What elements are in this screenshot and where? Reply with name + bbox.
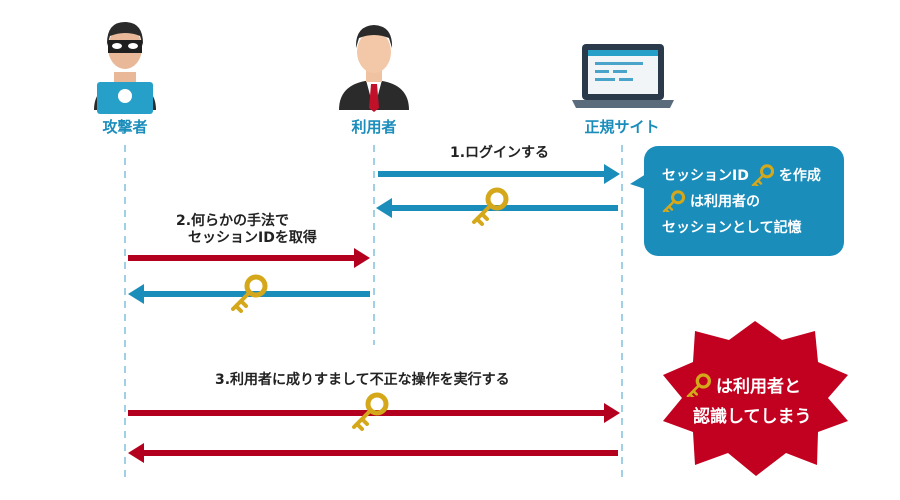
bubble-session-id-text: セッションID [662, 168, 749, 184]
attacker-icon [94, 22, 156, 114]
bubble-line3: セッションとして記憶 [662, 217, 802, 237]
burst-line1: は利用者と [686, 372, 801, 397]
burst-line2-text: 認識してしまう [693, 407, 812, 427]
actor-label-site: 正規サイト [584, 118, 660, 136]
burst-line2: 認識してしまう [693, 402, 812, 427]
arrow-attacker-acquire [128, 248, 370, 268]
step3-label: 3.利用者に成りすまして不正な操作を実行する [215, 372, 510, 388]
step1-label: 1.ログインする [450, 145, 550, 161]
bubble-line3-text: セッションとして記憶 [662, 220, 802, 236]
bubble-line1: セッションID を作成 [662, 164, 821, 186]
bubble-line2-text: は利用者の [690, 194, 760, 210]
actor-label-user: 利用者 [351, 118, 397, 136]
key-icon [751, 164, 774, 186]
step2-label-line2: セッションIDを取得 [188, 230, 317, 246]
user-icon [339, 25, 409, 112]
arrow-response-to-attacker [128, 443, 618, 463]
arrow-login [378, 164, 620, 184]
laptop-icon [572, 44, 674, 108]
arrow-session-return [376, 198, 618, 218]
bubble-create-text: を作成 [778, 168, 821, 184]
alert-burst [663, 321, 848, 476]
bubble-line2: は利用者の [662, 190, 760, 212]
step2-label-line1: 2.何らかの手法で [176, 213, 290, 229]
session-bubble [630, 146, 844, 256]
burst-line1-text: は利用者と [716, 377, 801, 397]
key-icon [686, 372, 711, 397]
actor-label-attacker: 攻撃者 [102, 118, 148, 136]
key-icon [662, 190, 686, 212]
